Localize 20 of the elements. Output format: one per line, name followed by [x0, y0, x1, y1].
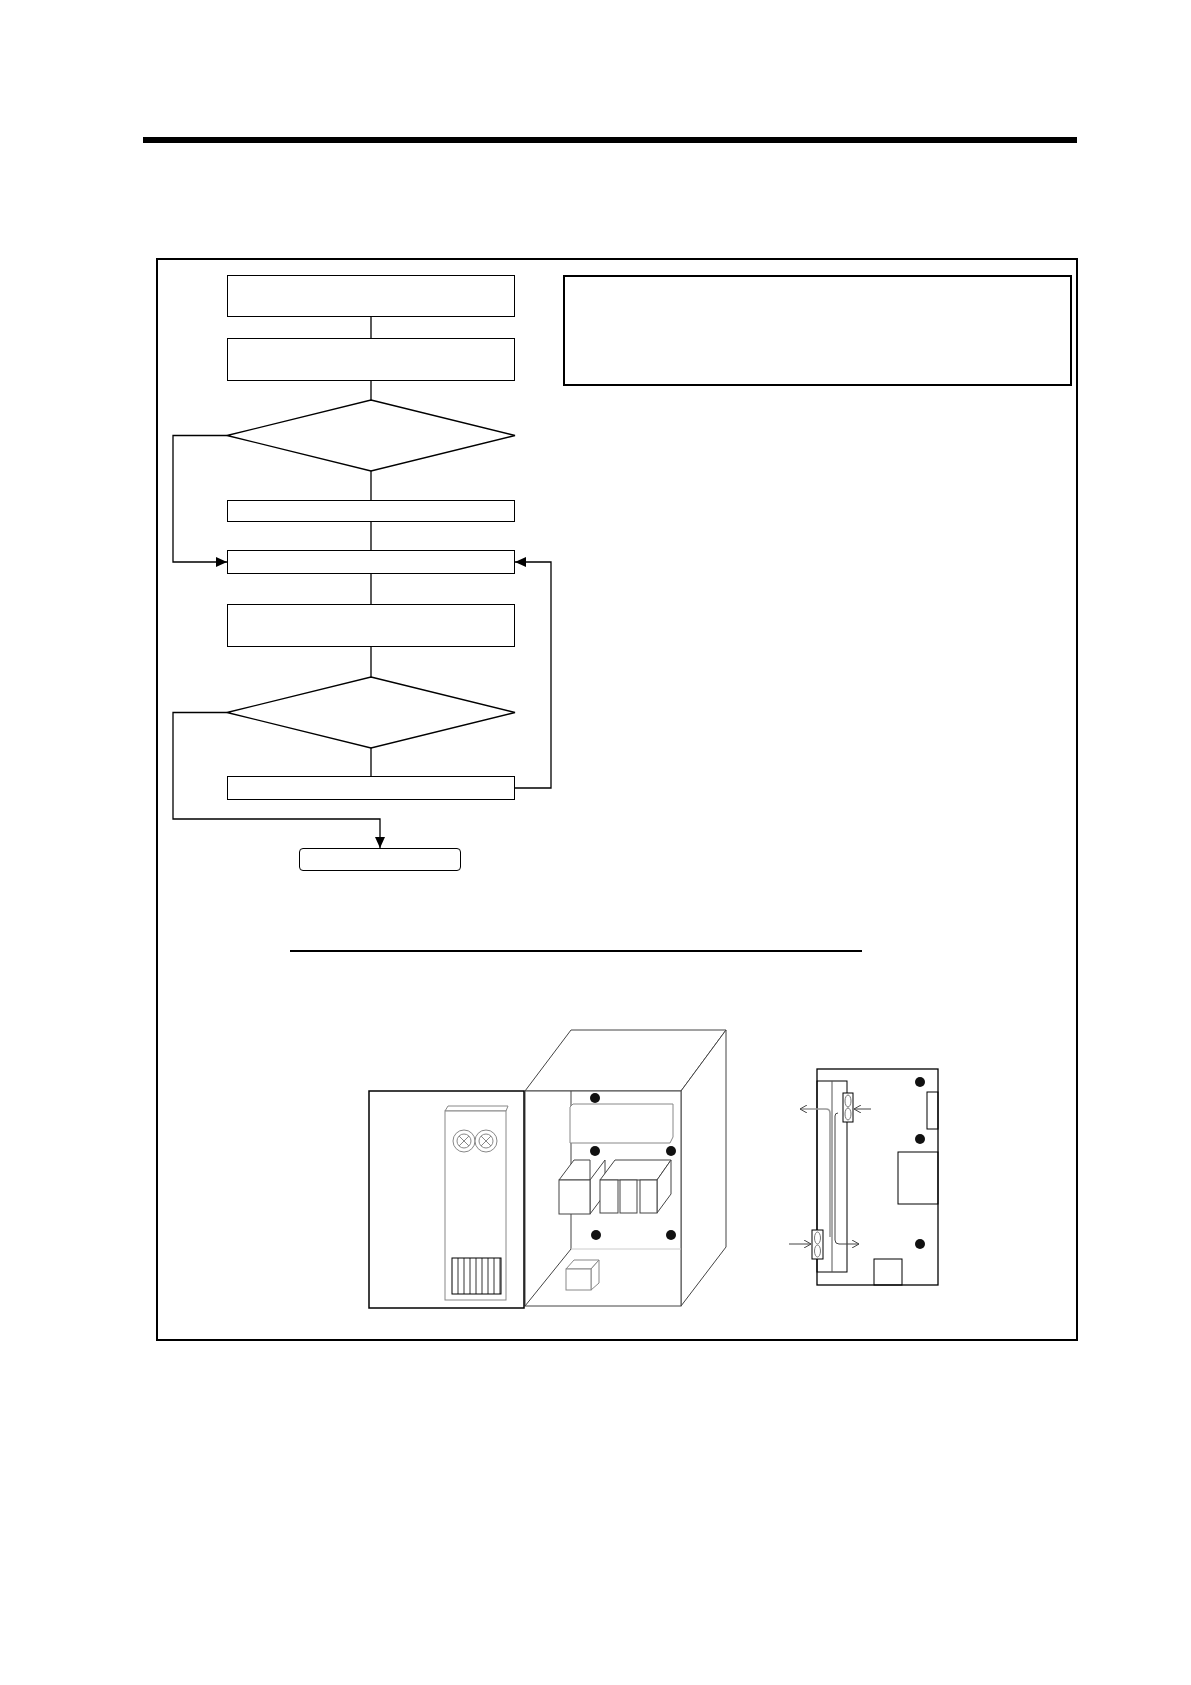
- connector-line: [370, 470, 372, 501]
- process-box: [227, 550, 515, 574]
- arrow: [514, 557, 552, 789]
- connector-line: [370, 316, 372, 339]
- connector-line: [370, 747, 372, 777]
- connector-line: [370, 521, 372, 551]
- process-box: [227, 275, 515, 317]
- decision-diamond: [227, 400, 515, 471]
- connector-line: [370, 573, 372, 605]
- arrow: [172, 711, 385, 849]
- process-box: [227, 604, 515, 647]
- connector-line: [370, 646, 372, 678]
- terminal-box: [299, 848, 461, 871]
- process-box: [227, 500, 515, 522]
- process-box: [227, 776, 515, 800]
- arrow: [172, 434, 228, 567]
- connector-line: [370, 380, 372, 401]
- note-box: [563, 275, 1072, 386]
- process-box: [227, 338, 515, 381]
- decision-diamond: [227, 677, 515, 748]
